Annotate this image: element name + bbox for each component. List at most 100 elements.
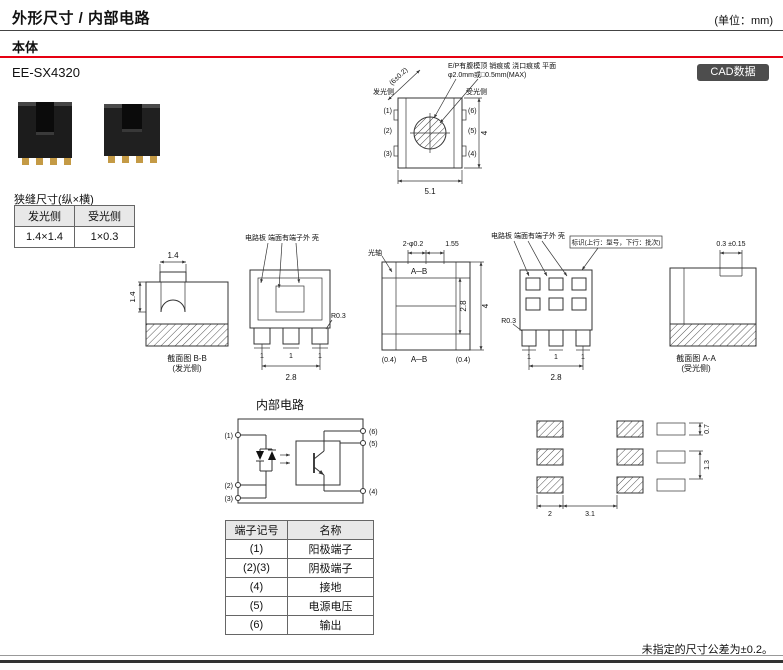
bottom-divider-thin <box>0 655 783 656</box>
internal-circuit-title: 内部电路 <box>256 398 305 412</box>
slit-val-emitter: 1.4×1.4 <box>14 226 75 248</box>
terminal-5-label: (5) <box>468 128 477 135</box>
pad-dim: 3.1 <box>585 511 595 518</box>
section-mark-ab: A─B <box>411 355 427 364</box>
pitch-dim: 2.8 <box>550 373 562 382</box>
dim-label: 1.4 <box>130 291 137 303</box>
pcb-callout: 电路板 端面有端子外 壳 <box>491 231 565 240</box>
drawing-side-view: 光轴 2-φ0.2 1.55 A─B 4 2.8 A─B (0.4) (0.4) <box>368 241 490 364</box>
section-caption: 截面图 B-B <box>167 353 207 363</box>
drawing-receiver-front: 电路板 端面有端子外 壳 标识(上行：型号，下行：批次) R0.3 1 1 <box>491 231 663 382</box>
drawing-bb-section: 1.4 1.4 截面图 B-B (发光侧) <box>130 251 229 373</box>
slit-size-title: 狭缝尺寸(纵×横) <box>14 194 94 206</box>
dimension-drawings: 1.4 1.4 截面图 B-B (发光侧) 电路板 端面有端子外 壳 <box>130 231 757 382</box>
marking-note: 标识(上行：型号，下行：批次) <box>572 238 661 247</box>
terminal-table: 端子记号 名称 (1) 阳极端子 (2)(3) 阴极端子 (4) 接地 (5) … <box>225 520 374 635</box>
pad-layout: 2 3.1 0.7 1.3 <box>536 420 711 518</box>
mold-note-line2: φ2.0mm或□0.5mm(MAX) <box>448 70 526 79</box>
terminal-name: 电源电压 <box>287 596 374 616</box>
terminal-col-name: 名称 <box>287 520 374 540</box>
terminal-name: 接地 <box>287 577 374 597</box>
optical-axis-label: 光轴 <box>368 248 382 257</box>
terminal-3-label: (3) <box>383 151 392 158</box>
pin-width-dim: 1 <box>289 353 293 360</box>
terminal-symbol: (1) <box>225 539 288 559</box>
pcb-callout: 电路板 端面有端子外 壳 <box>245 233 319 242</box>
section-divider <box>0 56 783 58</box>
terminal-symbol: (4) <box>225 577 288 597</box>
terminal-row: (6) 输出 <box>225 615 374 635</box>
header-divider <box>0 30 783 31</box>
dim-height: 4 <box>480 130 489 135</box>
terminal-row: (5) 电源电压 <box>225 596 374 616</box>
terminal-row: (1) 阳极端子 <box>225 539 374 559</box>
dim-diagonal: (6±0.2) <box>388 67 409 87</box>
circuit-terminal-2: (2) <box>224 483 233 490</box>
section-caption-side: (受光侧) <box>681 363 711 373</box>
terminal-row: (4) 接地 <box>225 577 374 597</box>
emitter-side-label: 发光侧 <box>373 87 394 96</box>
terminal-1-label: (1) <box>383 108 392 115</box>
section-caption-side: (发光侧) <box>172 363 202 373</box>
sensor-left <box>18 102 72 165</box>
terminal-name: 输出 <box>287 615 374 635</box>
terminal-row: (2)(3) 阴极端子 <box>225 558 374 578</box>
drawing-emitter-front: 电路板 端面有端子外 壳 1 1 1 R0.3 2.8 <box>245 233 346 382</box>
terminal-4-label: (4) <box>468 151 477 158</box>
dim-label: 1.55 <box>445 241 459 248</box>
terminal-2-label: (2) <box>383 128 392 135</box>
dim-label: 4 <box>481 303 490 308</box>
slit-col-receiver: 受光侧 <box>74 205 135 227</box>
terminal-symbol: (5) <box>225 596 288 616</box>
circuit-terminal-6: (6) <box>369 429 378 436</box>
dim-width: 5.1 <box>424 187 436 196</box>
sensor-right <box>104 104 160 163</box>
pin-width-dim: 1 <box>554 354 558 361</box>
product-photo <box>18 102 160 165</box>
radius-dim: R0.3 <box>331 313 346 320</box>
circuit-terminal-1: (1) <box>224 433 233 440</box>
section-mark-ab: A─B <box>411 267 427 276</box>
page-title: 外形尺寸 / 内部电路 <box>12 10 151 27</box>
receiver-side-label: 受光侧 <box>466 87 487 96</box>
photo-ic-symbol <box>295 430 360 492</box>
internal-circuit: (1) (2) (3) (6) (5) (4) <box>224 418 378 504</box>
terminal-6-label: (6) <box>468 108 477 115</box>
radius-dim: R0.3 <box>501 318 516 325</box>
gap-dim: (0.4) <box>456 357 470 364</box>
circuit-terminal-3: (3) <box>224 496 233 503</box>
pcb-pad-layout: 2 3.1 0.7 1.3 <box>536 420 711 518</box>
front-view: E/P有腹模顶 销痕或 浇口痕或 平面 φ2.0mm或□0.5mm(MAX) 发… <box>373 61 556 196</box>
section-title: 本体 <box>12 40 39 55</box>
dim-label: 0.3 ±0.15 <box>716 241 745 248</box>
led-symbol <box>240 434 276 499</box>
slit-val-receiver: 1×0.3 <box>74 226 135 248</box>
internal-circuit-diagram: (1) (2) (3) (6) (5) (4) <box>224 418 378 504</box>
front-view-drawing: E/P有腹模顶 销痕或 浇口痕或 平面 φ2.0mm或□0.5mm(MAX) 发… <box>373 61 556 196</box>
tolerance-note: 未指定的尺寸公差为±0.2。 <box>641 644 773 656</box>
circuit-terminal-5: (5) <box>369 441 378 448</box>
pad-dim: 2 <box>548 511 552 518</box>
cad-data-button[interactable]: CAD数据 <box>697 64 769 81</box>
terminal-symbol: (6) <box>225 615 288 635</box>
bottom-divider-thick <box>0 660 783 663</box>
terminal-name: 阳极端子 <box>287 539 374 559</box>
dim-label: 2-φ0.2 <box>403 241 424 248</box>
slit-col-emitter: 发光侧 <box>14 205 75 227</box>
mold-note-line1: E/P有腹模顶 销痕或 浇口痕或 平面 <box>448 61 556 70</box>
gap-dim: (0.4) <box>382 357 396 364</box>
dim-label: 1.4 <box>167 251 179 260</box>
terminal-symbol: (2)(3) <box>225 558 288 578</box>
terminal-col-symbol: 端子记号 <box>225 520 288 540</box>
slit-size-table: 发光侧 受光侧 1.4×1.4 1×0.3 <box>14 205 135 248</box>
pitch-dim: 2.8 <box>285 373 297 382</box>
circuit-terminal-4: (4) <box>369 489 378 496</box>
pad-dim: 1.3 <box>704 460 711 470</box>
light-arrows <box>280 453 290 465</box>
product-name: EE-SX4320 <box>12 65 80 80</box>
terminal-name: 阴极端子 <box>287 558 374 578</box>
unit-note: (单位：mm) <box>714 15 773 27</box>
section-caption: 截面图 A-A <box>676 353 716 363</box>
pad-dim: 0.7 <box>704 424 711 434</box>
